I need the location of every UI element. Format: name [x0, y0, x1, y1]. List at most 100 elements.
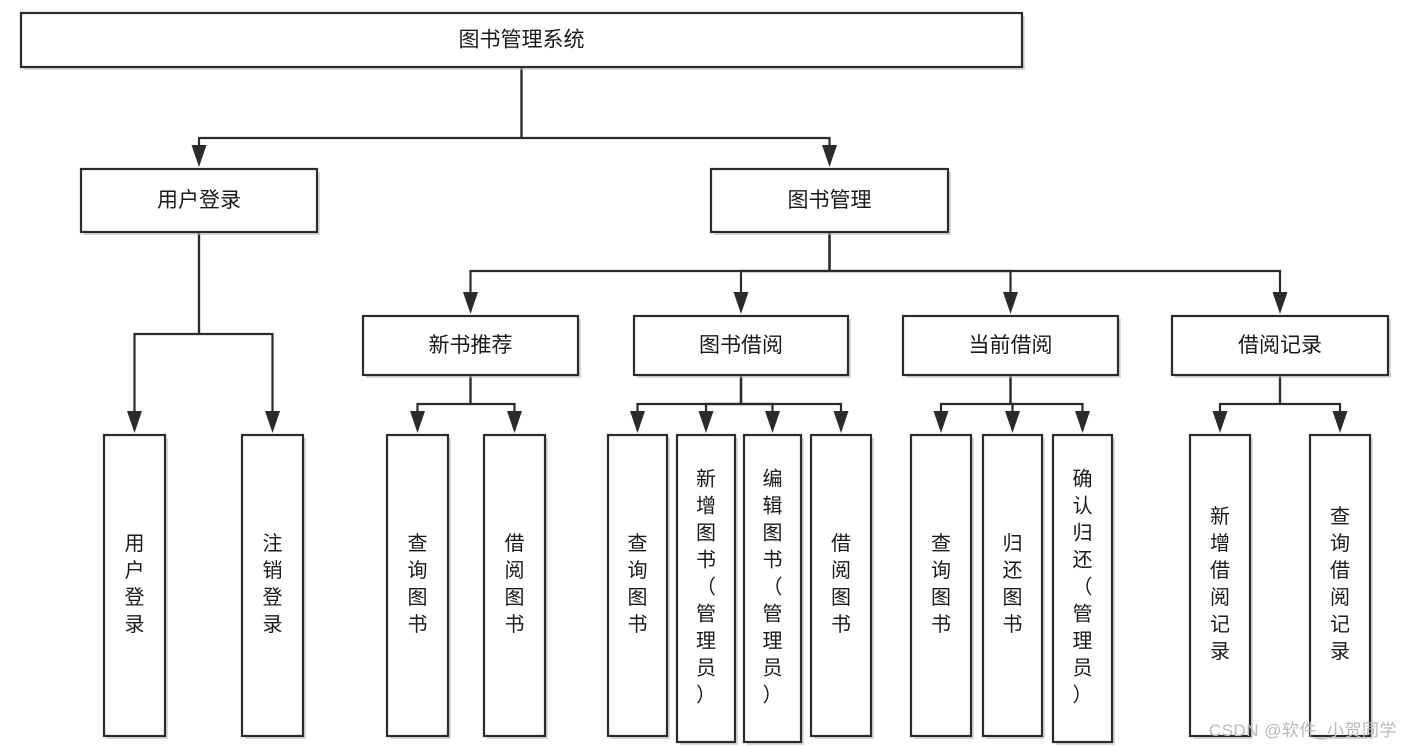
node-leaf-query-book-1[interactable]: 查询图书 [385, 433, 451, 739]
node-leaf-add-borrow-record[interactable]: 新增借阅记录 [1188, 433, 1253, 739]
node-leaf-logout[interactable]: 注销登录 [240, 433, 306, 739]
arrowhead-icon [127, 411, 142, 433]
node-user-login[interactable]: 用户登录 [79, 167, 320, 235]
node-label: 新增图书（管理员） [696, 468, 716, 707]
node-rect[interactable] [1308, 433, 1372, 738]
node-label: 借阅记录 [1238, 334, 1322, 357]
edges-layer [127, 67, 1348, 433]
node-new-book-recommend[interactable]: 新书推荐 [361, 314, 581, 378]
arrowhead-icon [1332, 411, 1348, 433]
edge-connector [521, 136, 831, 145]
edge-borrow-record-to-leaf-add-borrow-record [1212, 375, 1282, 433]
node-rect[interactable] [1051, 433, 1114, 744]
node-current-borrow[interactable]: 当前借阅 [901, 314, 1121, 378]
edge-connector [133, 332, 199, 411]
node-rect[interactable] [102, 433, 167, 738]
node-book-manage[interactable]: 图书管理 [709, 167, 951, 235]
edge-connector [739, 269, 830, 292]
arrowhead-icon [822, 145, 837, 167]
node-label: 借阅图书 [505, 532, 525, 636]
edge-connector [197, 136, 522, 145]
node-rect[interactable] [1170, 314, 1390, 377]
edge-book-manage-to-current-borrow [828, 232, 1018, 314]
nodes-layer: 图书管理系统用户登录图书管理新书推荐图书借阅当前借阅借阅记录用户登录注销登录查询… [19, 11, 1391, 745]
node-label: 归还图书 [1003, 532, 1023, 636]
node-leaf-borrow-book-1[interactable]: 借阅图书 [482, 433, 548, 739]
arrowhead-icon [933, 411, 949, 433]
arrowhead-icon [630, 411, 645, 433]
node-book-borrow[interactable]: 图书借阅 [632, 314, 851, 378]
node-leaf-borrow-book-2[interactable]: 借阅图书 [809, 433, 874, 739]
arrowhead-icon [1212, 411, 1228, 433]
node-label: 注销登录 [263, 532, 283, 636]
node-rect[interactable] [632, 314, 850, 377]
edge-connector [199, 332, 274, 411]
edge-book-borrow-to-leaf-borrow-book-2 [739, 375, 849, 433]
node-rect[interactable] [482, 433, 547, 738]
node-rect[interactable] [19, 11, 1024, 69]
node-leaf-query-borrow-record[interactable]: 查询借阅记录 [1308, 433, 1373, 739]
node-label: 借阅图书 [831, 532, 851, 636]
edge-connector [1280, 402, 1342, 411]
node-rect[interactable] [809, 433, 873, 738]
edge-book-manage-to-borrow-record [828, 232, 1288, 314]
node-leaf-user-login[interactable]: 用户登录 [102, 433, 168, 739]
node-rect[interactable] [742, 433, 803, 744]
node-rect[interactable] [1188, 433, 1252, 738]
node-rect[interactable] [606, 433, 669, 738]
node-rect[interactable] [79, 167, 319, 234]
edge-borrow-record-to-leaf-query-borrow-record [1278, 375, 1348, 433]
edge-root-to-book-manage [520, 67, 837, 167]
node-label: 查询借阅记录 [1330, 505, 1350, 663]
node-rect[interactable] [361, 314, 580, 377]
node-rect[interactable] [240, 433, 305, 738]
edge-book-manage-to-book-borrow [733, 232, 831, 314]
arrowhead-icon [1075, 411, 1090, 433]
arrowhead-icon [1005, 411, 1020, 433]
node-rect[interactable] [675, 433, 737, 744]
edge-current-borrow-to-leaf-query-book-3 [933, 375, 1012, 433]
node-label: 新增借阅记录 [1210, 505, 1230, 663]
node-leaf-query-book-2[interactable]: 查询图书 [606, 433, 670, 739]
edge-connector [1218, 402, 1280, 411]
node-label: 新书推荐 [429, 334, 513, 357]
edge-user-login-to-leaf-logout [197, 232, 280, 433]
edge-new-book-recommend-to-leaf-query-book-1 [410, 375, 472, 433]
node-rect[interactable] [981, 433, 1044, 738]
node-root[interactable]: 图书管理系统 [19, 11, 1025, 70]
node-leaf-add-book-admin[interactable]: 新增图书（管理员） [675, 433, 738, 745]
edge-connector [704, 402, 741, 411]
arrowhead-icon [733, 292, 749, 314]
node-label: 编辑图书（管理员） [763, 468, 783, 707]
node-leaf-edit-book-admin[interactable]: 编辑图书（管理员） [742, 433, 804, 745]
edge-connector [470, 402, 516, 411]
edge-current-borrow-to-leaf-confirm-return-admin [1009, 375, 1090, 433]
edge-connector [469, 269, 830, 292]
edge-connector [1010, 402, 1084, 411]
node-label: 图书管理系统 [459, 29, 585, 52]
node-label: 确认归还（管理员） [1073, 468, 1093, 707]
node-rect[interactable] [901, 314, 1120, 377]
arrowhead-icon [1272, 292, 1288, 314]
node-leaf-confirm-return-admin[interactable]: 确认归还（管理员） [1051, 433, 1115, 745]
arrowhead-icon [265, 411, 280, 433]
edge-root-to-user-login [191, 67, 523, 167]
node-rect[interactable] [385, 433, 450, 738]
node-rect[interactable] [709, 167, 950, 234]
edge-connector [416, 402, 471, 411]
node-borrow-record[interactable]: 借阅记录 [1170, 314, 1391, 378]
edge-connector [741, 402, 843, 411]
edge-connector [829, 269, 1012, 292]
node-leaf-query-book-3[interactable]: 查询图书 [909, 433, 974, 739]
arrowhead-icon [833, 411, 849, 433]
watermark-text: CSDN @软件_小贺同学 [1208, 721, 1397, 740]
edge-connector [829, 269, 1282, 292]
node-label: 查询图书 [628, 532, 648, 636]
node-rect[interactable] [909, 433, 973, 738]
node-label: 当前借阅 [969, 334, 1053, 357]
arrowhead-icon [765, 411, 780, 433]
node-label: 用户登录 [157, 189, 241, 212]
node-leaf-return-book[interactable]: 归还图书 [981, 433, 1045, 739]
arrowhead-icon [410, 411, 425, 433]
